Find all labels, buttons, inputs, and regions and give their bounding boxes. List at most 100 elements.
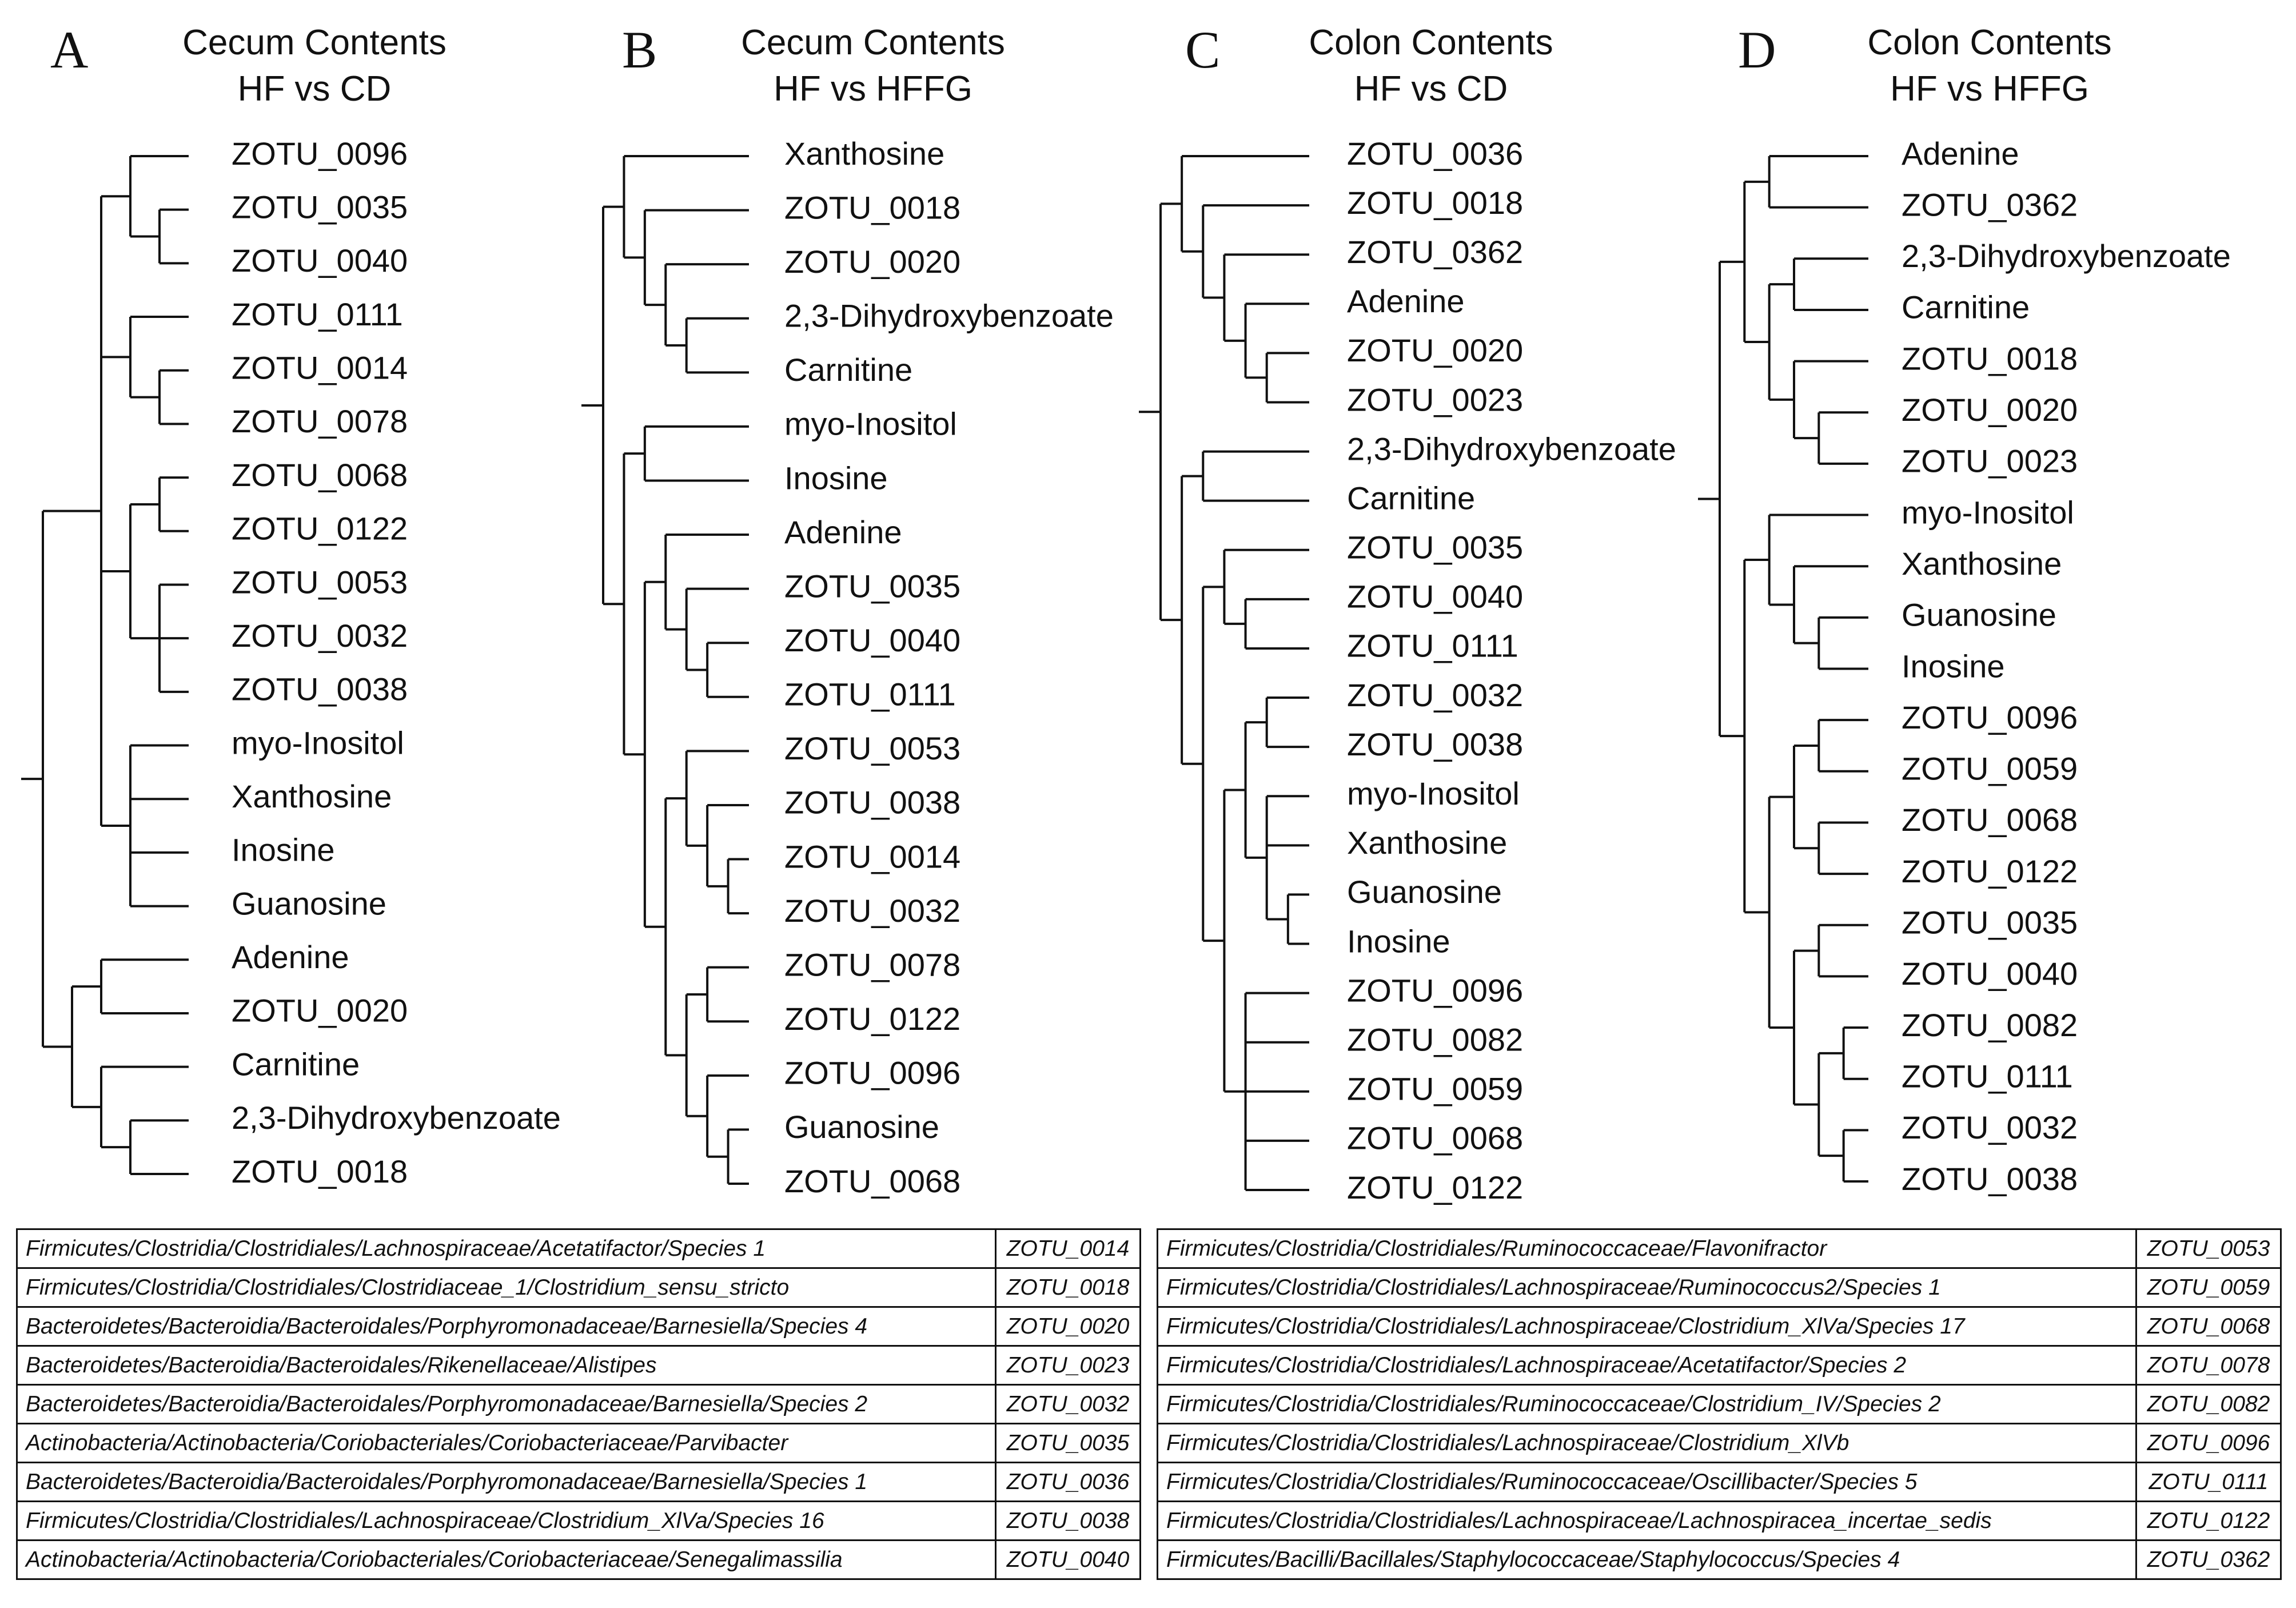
- panel-d-leaf-zotu-0038: ZOTU_0038: [1902, 1161, 2078, 1197]
- panel-a-title-line1: Cecum Contents: [182, 23, 447, 62]
- panel-d-leaf-carnitine: Carnitine: [1902, 289, 2030, 325]
- panel-c-leaf-myo-inositol: myo-Inositol: [1347, 775, 1520, 811]
- panel-a-leaf-myo-inositol: myo-Inositol: [232, 725, 404, 761]
- panel-b-leaf-inosine: Inosine: [784, 460, 888, 496]
- table-row: Firmicutes/Clostridia/Clostridiales/Lach…: [1157, 1306, 2282, 1347]
- taxonomy-cell: Firmicutes/Clostridia/Clostridiales/Rumi…: [1157, 1462, 2137, 1502]
- panel-a-leaf-zotu-0122: ZOTU_0122: [232, 511, 408, 547]
- panel-c: C Colon Contents HF vs CD ZOTU_0036ZOTU_…: [1139, 21, 1676, 1205]
- zotu-cell: ZOTU_0038: [995, 1500, 1141, 1541]
- taxonomy-cell: Bacteroidetes/Bacteroidia/Bacteroidales/…: [16, 1345, 996, 1386]
- panel-d-leaf-zotu-0040: ZOTU_0040: [1902, 956, 2078, 992]
- panel-b-dendrogram: XanthosineZOTU_0018ZOTU_00202,3-Dihydrox…: [581, 136, 1114, 1199]
- zotu-cell: ZOTU_0023: [995, 1345, 1141, 1386]
- table-row: Firmicutes/Clostridia/Clostridiales/Rumi…: [1157, 1462, 2282, 1502]
- panel-a-leaf-inosine: Inosine: [232, 832, 335, 868]
- panel-a-leaf-zotu-0020: ZOTU_0020: [232, 993, 408, 1029]
- zotu-cell: ZOTU_0362: [2135, 1539, 2282, 1580]
- table-row: Firmicutes/Clostridia/Clostridiales/Clos…: [16, 1267, 1141, 1308]
- zotu-cell: ZOTU_0040: [995, 1539, 1141, 1580]
- panel-d-leaf-zotu-0020: ZOTU_0020: [1902, 392, 2078, 428]
- table-row: Firmicutes/Bacilli/Bacillales/Staphyloco…: [1157, 1539, 2282, 1580]
- panel-b-leaf-zotu-0122: ZOTU_0122: [784, 1001, 960, 1037]
- table-row: Firmicutes/Clostridia/Clostridiales/Lach…: [16, 1228, 1141, 1269]
- panel-a-title-line2: HF vs CD: [238, 69, 392, 109]
- zotu-cell: ZOTU_0082: [2135, 1384, 2282, 1424]
- panel-a-leaf-carnitine: Carnitine: [232, 1046, 360, 1082]
- table-row: Bacteroidetes/Bacteroidia/Bacteroidales/…: [16, 1306, 1141, 1347]
- table-row: Firmicutes/Clostridia/Clostridiales/Rumi…: [1157, 1384, 2282, 1424]
- panel-a: A Cecum Contents HF vs CD ZOTU_0096ZOTU_…: [21, 21, 561, 1189]
- taxonomy-cell: Bacteroidetes/Bacteroidia/Bacteroidales/…: [16, 1306, 996, 1347]
- panel-c-leaf-guanosine: Guanosine: [1347, 874, 1502, 910]
- panel-c-leaf-zotu-0059: ZOTU_0059: [1347, 1071, 1523, 1107]
- zotu-cell: ZOTU_0111: [2135, 1462, 2282, 1502]
- panel-b-leaf-adenine: Adenine: [784, 514, 902, 550]
- zotu-cell: ZOTU_0078: [2135, 1345, 2282, 1386]
- taxonomy-cell: Firmicutes/Clostridia/Clostridiales/Clos…: [16, 1267, 996, 1308]
- table-row: Actinobacteria/Actinobacteria/Coriobacte…: [16, 1423, 1141, 1463]
- panel-c-leaf-zotu-0362: ZOTU_0362: [1347, 234, 1523, 270]
- panel-c-leaf-zotu-0040: ZOTU_0040: [1347, 579, 1523, 615]
- taxonomy-cell: Firmicutes/Clostridia/Clostridiales/Rumi…: [1157, 1228, 2137, 1269]
- panel-letter-c: C: [1185, 21, 1220, 79]
- zotu-cell: ZOTU_0122: [2135, 1500, 2282, 1541]
- panel-a-leaf-zotu-0111: ZOTU_0111: [232, 296, 403, 332]
- taxonomy-cell: Firmicutes/Clostridia/Clostridiales/Lach…: [1157, 1345, 2137, 1386]
- zotu-cell: ZOTU_0059: [2135, 1267, 2282, 1308]
- taxonomy-table-left: Firmicutes/Clostridia/Clostridiales/Lach…: [16, 1228, 1141, 1580]
- panel-d-leaf-2-3-dihydroxybenzoate: 2,3-Dihydroxybenzoate: [1902, 238, 2231, 274]
- panel-b-leaf-zotu-0068: ZOTU_0068: [784, 1163, 960, 1199]
- panel-letter-b: B: [622, 21, 657, 79]
- zotu-cell: ZOTU_0020: [995, 1306, 1141, 1347]
- panel-a-leaf-adenine: Adenine: [232, 939, 349, 975]
- panel-b-leaf-zotu-0038: ZOTU_0038: [784, 785, 960, 821]
- panel-d-leaf-zotu-0023: ZOTU_0023: [1902, 443, 2078, 479]
- table-row: Firmicutes/Clostridia/Clostridiales/Rumi…: [1157, 1228, 2282, 1269]
- taxonomy-cell: Firmicutes/Clostridia/Clostridiales/Lach…: [16, 1500, 996, 1541]
- table-row: Firmicutes/Clostridia/Clostridiales/Lach…: [16, 1500, 1141, 1541]
- panel-a-leaf-guanosine: Guanosine: [232, 885, 386, 921]
- taxonomy-cell: Firmicutes/Clostridia/Clostridiales/Lach…: [1157, 1500, 2137, 1541]
- panel-c-leaf-zotu-0122: ZOTU_0122: [1347, 1169, 1523, 1205]
- taxonomy-cell: Firmicutes/Clostridia/Clostridiales/Lach…: [1157, 1267, 2137, 1308]
- table-row: Firmicutes/Clostridia/Clostridiales/Lach…: [1157, 1345, 2282, 1386]
- panel-c-leaf-zotu-0111: ZOTU_0111: [1347, 628, 1518, 664]
- panel-letter-a: A: [50, 21, 88, 79]
- panel-b-leaf-zotu-0078: ZOTU_0078: [784, 946, 960, 982]
- panel-c-title-line1: Colon Contents: [1309, 23, 1553, 62]
- taxonomy-cell: Bacteroidetes/Bacteroidia/Bacteroidales/…: [16, 1462, 996, 1502]
- panel-b-leaf-zotu-0032: ZOTU_0032: [784, 893, 960, 929]
- zotu-cell: ZOTU_0014: [995, 1228, 1141, 1269]
- zotu-cell: ZOTU_0036: [995, 1462, 1141, 1502]
- panel-c-leaf-zotu-0032: ZOTU_0032: [1347, 677, 1523, 713]
- panel-d-leaf-zotu-0068: ZOTU_0068: [1902, 802, 2078, 838]
- panel-b-leaf-zotu-0020: ZOTU_0020: [784, 244, 960, 280]
- panel-d: D Colon Contents HF vs HFFG AdenineZOTU_…: [1698, 21, 2231, 1197]
- panel-d-leaf-zotu-0111: ZOTU_0111: [1902, 1058, 2073, 1094]
- taxonomy-cell: Actinobacteria/Actinobacteria/Coriobacte…: [16, 1423, 996, 1463]
- panel-d-leaf-adenine: Adenine: [1902, 136, 2019, 172]
- panel-c-leaf-zotu-0068: ZOTU_0068: [1347, 1120, 1523, 1156]
- zotu-cell: ZOTU_0053: [2135, 1228, 2282, 1269]
- panel-d-leaf-zotu-0096: ZOTU_0096: [1902, 699, 2078, 735]
- panel-c-leaf-xanthosine: Xanthosine: [1347, 825, 1507, 861]
- panel-b-leaf-2-3-dihydroxybenzoate: 2,3-Dihydroxybenzoate: [784, 298, 1114, 334]
- taxonomy-cell: Firmicutes/Clostridia/Clostridiales/Lach…: [1157, 1423, 2137, 1463]
- panel-b-title-line1: Cecum Contents: [741, 23, 1005, 62]
- panel-c-leaf-adenine: Adenine: [1347, 283, 1465, 319]
- panel-b-leaf-zotu-0096: ZOTU_0096: [784, 1055, 960, 1091]
- panel-b-leaf-carnitine: Carnitine: [784, 352, 912, 388]
- panel-a-leaf-zotu-0032: ZOTU_0032: [232, 618, 408, 654]
- panel-d-leaf-inosine: Inosine: [1902, 648, 2005, 684]
- table-row: Firmicutes/Clostridia/Clostridiales/Lach…: [1157, 1500, 2282, 1541]
- panel-b-leaf-zotu-0053: ZOTU_0053: [784, 730, 960, 766]
- panel-c-title-line2: HF vs CD: [1354, 69, 1508, 109]
- panel-d-leaf-zotu-0032: ZOTU_0032: [1902, 1109, 2078, 1145]
- panel-d-leaf-zotu-0018: ZOTU_0018: [1902, 340, 2078, 376]
- panel-d-leaf-zotu-0122: ZOTU_0122: [1902, 853, 2078, 889]
- panel-b-leaf-zotu-0035: ZOTU_0035: [784, 568, 960, 604]
- panel-c-leaf-zotu-0023: ZOTU_0023: [1347, 381, 1523, 417]
- panel-b-leaf-myo-inositol: myo-Inositol: [784, 406, 957, 442]
- panel-d-leaf-zotu-0082: ZOTU_0082: [1902, 1007, 2078, 1043]
